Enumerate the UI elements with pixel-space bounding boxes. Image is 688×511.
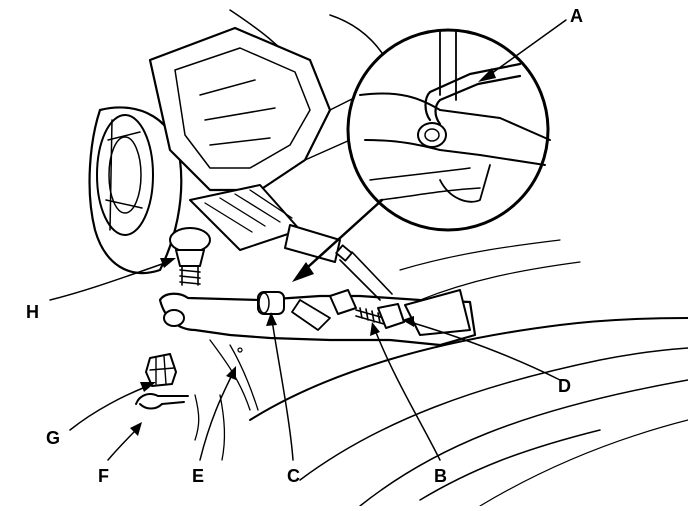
- cotter-pin: [135, 393, 189, 410]
- castle-nut: [145, 353, 177, 387]
- label-h: H: [26, 302, 39, 322]
- background-frame: [229, 9, 688, 507]
- knuckle-assembly: [88, 26, 396, 286]
- callout-leaders: [49, 19, 567, 461]
- detail-inset: [346, 28, 551, 232]
- bolt-hardware: [257, 244, 471, 336]
- label-f: F: [98, 466, 109, 486]
- label-b: B: [434, 466, 447, 486]
- label-a: A: [570, 6, 583, 26]
- inset-pointer: [292, 198, 384, 282]
- label-e: E: [192, 466, 204, 486]
- label-g: G: [46, 428, 60, 448]
- label-d: D: [558, 376, 571, 396]
- label-c: C: [287, 466, 300, 486]
